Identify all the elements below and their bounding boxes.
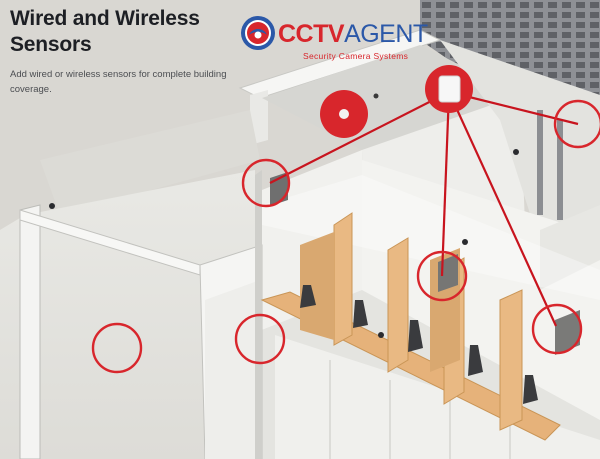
- display-items: [300, 285, 538, 404]
- brand-logo: CCTVAGENT Security Camera Systems: [240, 15, 450, 65]
- eye-logo-icon: [241, 16, 275, 50]
- left-room-floor: [0, 170, 255, 459]
- server-rack-grille: [420, 0, 600, 100]
- wireless-hub-icon: [438, 75, 461, 103]
- glass-panel: [262, 175, 600, 300]
- link-line: [447, 91, 558, 327]
- partition-face: [205, 280, 260, 459]
- link-line: [269, 91, 450, 184]
- left-front-wall: [19, 204, 41, 459]
- brand-name-sub: AGENT: [344, 20, 428, 48]
- page-title: Wired and Wireless Sensors: [10, 7, 200, 56]
- door-sensor-marker[interactable]: [416, 250, 468, 302]
- door-frame: [555, 310, 580, 355]
- right-wall-segment: [540, 205, 600, 290]
- wood-panels: [333, 212, 523, 431]
- page-subtitle: Add wired or wireless sensors for comple…: [10, 69, 227, 95]
- brand-name: CCTVAGENT: [278, 21, 428, 47]
- wood-door: [300, 232, 334, 340]
- counter-base: [275, 335, 600, 459]
- wireless-hub[interactable]: [425, 65, 473, 113]
- window-sensor-marker[interactable]: [553, 99, 600, 149]
- motion-sensor-marker[interactable]: [91, 322, 143, 374]
- brand-name-main: CCTV: [278, 20, 345, 48]
- corridor-floor: [40, 110, 260, 215]
- door-sensor-marker[interactable]: [241, 158, 291, 208]
- door-sensor-marker[interactable]: [531, 303, 583, 355]
- cabinet-doors: [329, 360, 511, 459]
- ceiling-sensor[interactable]: [320, 90, 368, 138]
- device-dots: [49, 93, 519, 338]
- door-sensor-marker[interactable]: [234, 313, 286, 365]
- sensor-markers: [91, 99, 600, 374]
- wall-cap: [250, 90, 268, 145]
- link-line: [440, 91, 451, 277]
- brand-tagline: Security Camera Systems: [303, 51, 409, 61]
